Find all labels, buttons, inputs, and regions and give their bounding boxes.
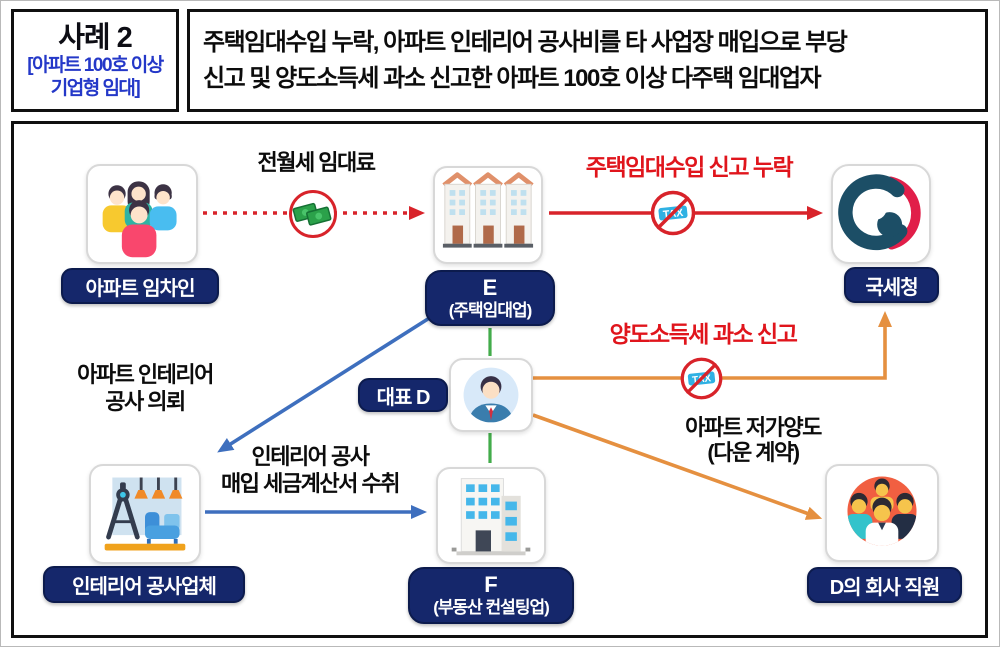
- landlord-desc: (주택임대업): [448, 300, 533, 320]
- consulting-name: F: [484, 572, 498, 597]
- invoice-annotation: 인테리어 공사 매입 세금계산서 수취: [221, 443, 400, 497]
- businessman-icon: [463, 367, 519, 423]
- employees-icon: [825, 464, 939, 562]
- employees-label: D의 회사 직원: [829, 576, 941, 599]
- interior-company-icon: [89, 464, 201, 564]
- headline-line2: 신고 및 양도소득세 과소 신고한 아파트 100호 이상 다주택 임대업자: [203, 64, 822, 92]
- case-label: 사례 2: [58, 21, 133, 54]
- headline-box: 주택임대수입 누락, 아파트 인테리어 공사비를 타 사업장 매입으로 부당 신…: [187, 9, 988, 112]
- consulting-desc: (부동산 컨설팅업): [433, 598, 550, 617]
- headline-line1: 주택임대수입 누락, 아파트 인테리어 공사비를 타 사업장 매입으로 부당: [203, 28, 848, 56]
- tenants-label-pill: 아파트 임차인: [61, 268, 219, 304]
- money-badge: [288, 189, 338, 239]
- nts-label: 국세청: [865, 276, 918, 299]
- apartment-buildings-icon: [433, 166, 543, 264]
- invoice-line1: 인테리어 공사: [251, 444, 370, 469]
- case-badge: 사례 2 [아파트 100호 이상 기업형 임대]: [11, 9, 179, 112]
- nts-label-pill: 국세청: [844, 267, 939, 303]
- cash-icon: [289, 190, 337, 238]
- no-tax-badge-rental: TAX: [649, 189, 697, 237]
- landlord-label-pill: E (주택임대업): [425, 270, 555, 326]
- interior-request-annotation: 아파트 인테리어 공사 의뢰: [77, 361, 214, 415]
- staff-group-icon: [847, 476, 917, 546]
- transfer-line2: (다운 계약): [707, 440, 800, 465]
- interior-request-line1: 아파트 인테리어: [77, 362, 214, 387]
- government-emblem-icon: [838, 174, 921, 251]
- invoice-line2: 매입 세금계산서 수취: [221, 471, 400, 496]
- consulting-label-pill: F (부동산 컨설팅업): [408, 567, 574, 624]
- transfer-line1: 아파트 저가양도: [685, 415, 822, 440]
- interior-request-line2: 공사 의뢰: [105, 389, 186, 414]
- no-tax-badge-capital-gains: TAX: [679, 356, 724, 401]
- tax-prohibited-icon: TAX: [650, 190, 696, 236]
- apartment-towers-icon: [442, 172, 534, 248]
- ceo-label-pill: 대표 D: [358, 378, 448, 412]
- people-group-icon: [102, 181, 177, 258]
- underreport-capital-gains-annotation: 양도소득세 과소 신고: [609, 321, 798, 347]
- case-scope-line1: [아파트 100호 이상: [27, 54, 164, 76]
- landlord-name: E: [482, 274, 498, 300]
- interior-company-label: 인테리어 공사업체: [72, 576, 217, 598]
- nts-logo-icon: [831, 164, 931, 264]
- rent-annotation: 전월세 임대료: [257, 150, 376, 175]
- ceo-label: 대표 D: [376, 386, 431, 409]
- transfer-annotation: 아파트 저가양도 (다운 계약): [685, 415, 822, 465]
- office-building-icon: [451, 478, 531, 556]
- ceo-icon: [449, 358, 533, 432]
- case-scope-line2: 기업형 임대]: [50, 77, 141, 99]
- interior-company-label-pill: 인테리어 공사업체: [43, 566, 245, 603]
- consulting-building-icon: [436, 467, 546, 564]
- employees-label-pill: D의 회사 직원: [807, 567, 962, 603]
- interior-workshop-icon: [104, 477, 186, 551]
- underreport-rental-annotation: 주택임대수입 신고 누락: [585, 154, 794, 180]
- tenants-icon: [86, 164, 198, 264]
- tenants-label: 아파트 임차인: [85, 277, 196, 300]
- tax-prohibited-icon: TAX: [680, 357, 723, 400]
